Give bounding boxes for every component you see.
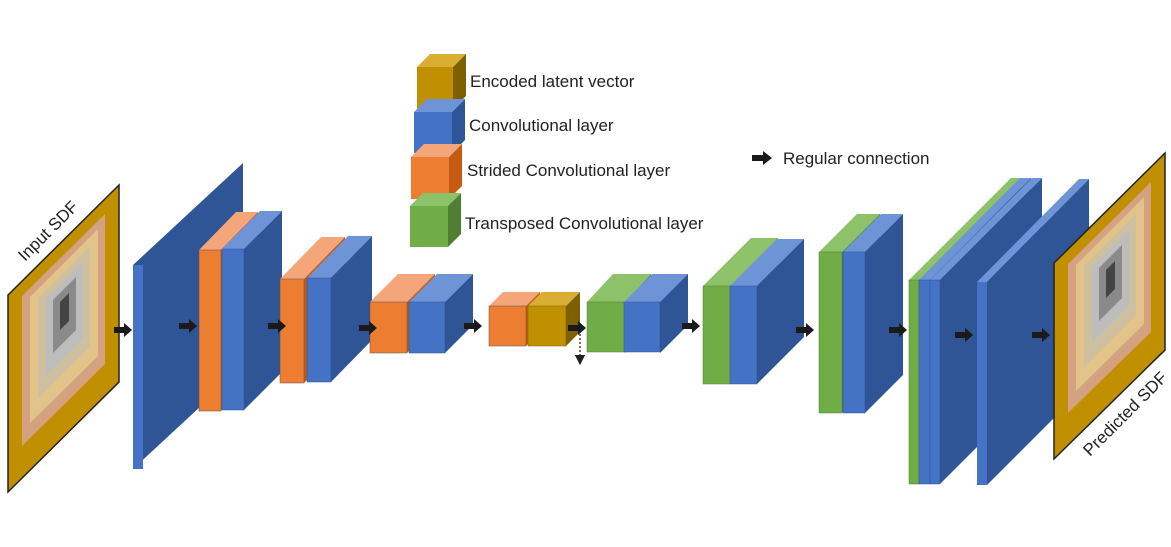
- connection-arrow: [889, 323, 907, 337]
- legend-label-conv: Convolutional layer: [469, 116, 614, 135]
- legend-swatch-strided: [411, 144, 462, 199]
- legend-label-transposed: Transposed Convolutional layer: [465, 214, 704, 233]
- connection-arrow: [682, 319, 700, 333]
- predicted-sdf-image: [1053, 151, 1166, 461]
- conv-layer-7: [842, 214, 903, 414]
- connection-arrow: [268, 319, 286, 333]
- legend: Encoded latent vector Convolutional laye…: [410, 54, 929, 247]
- conv-layer-2: [221, 211, 282, 411]
- conv-layer-4: [408, 274, 473, 354]
- legend-swatch-transposed: [410, 193, 461, 247]
- input-sdf-image: [7, 183, 120, 494]
- connection-arrow: [114, 323, 132, 337]
- connection-arrow: [796, 323, 814, 337]
- connection-arrow: [1032, 328, 1050, 342]
- connection-arrow: [359, 321, 377, 335]
- conv-layer-6: [729, 239, 804, 385]
- legend-label-strided: Strided Convolutional layer: [467, 161, 671, 180]
- connection-arrow: [179, 319, 197, 333]
- latent-vector-block: [527, 292, 580, 347]
- conv-layer-5: [623, 274, 688, 353]
- connection-arrow: [568, 321, 586, 335]
- legend-arrow-icon: [752, 151, 772, 165]
- legend-label-latent: Encoded latent vector: [470, 72, 635, 91]
- connection-arrow: [464, 319, 482, 333]
- conv-layer-3: [306, 236, 372, 383]
- legend-label-regular-connection: Regular connection: [783, 149, 929, 168]
- connection-arrow: [955, 328, 973, 342]
